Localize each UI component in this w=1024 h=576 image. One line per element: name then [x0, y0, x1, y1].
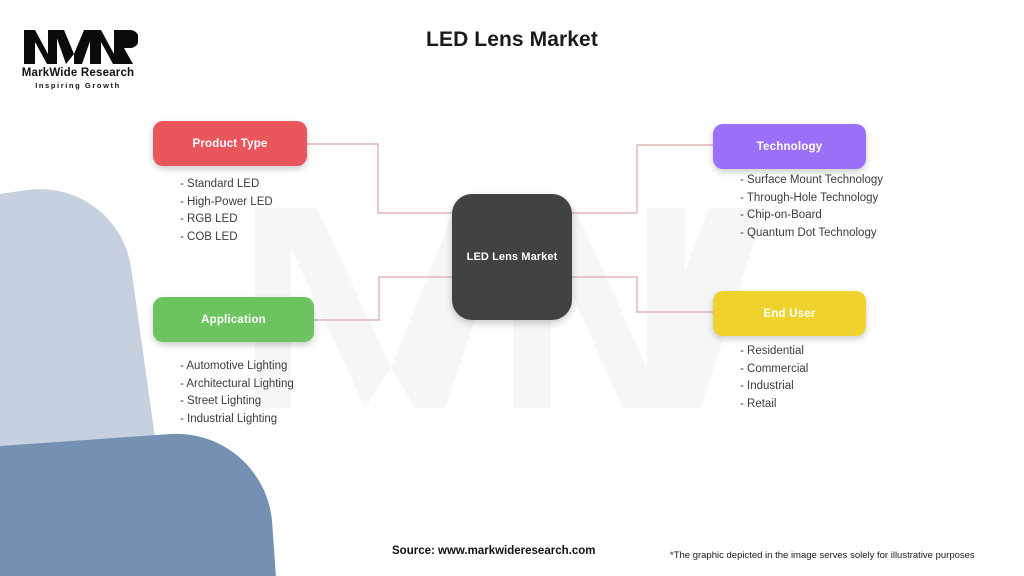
mwr-logo-mark [24, 30, 138, 64]
branch-pill-application[interactable]: Application [153, 297, 314, 342]
branch-pill-technology[interactable]: Technology [713, 124, 866, 169]
list-item: - High-Power LED [180, 195, 273, 208]
list-item: - Standard LED [180, 178, 260, 190]
center-node[interactable]: LED Lens Market [452, 194, 572, 320]
logo-company-name: MarkWide Research [21, 67, 135, 79]
center-node-label: LED Lens Market [466, 251, 558, 263]
list-item: - RGB LED [180, 213, 238, 225]
source-credit: Source: www.markwideresearch.com [392, 545, 596, 557]
list-item: - Surface Mount Technology [740, 174, 883, 186]
branch-items-end-user: - Residential - Commercial - Industrial … [740, 343, 808, 413]
list-item: - Residential [740, 345, 804, 357]
branch-items-technology: - Surface Mount Technology - Through-Hol… [740, 172, 883, 242]
list-item: - Industrial [740, 380, 794, 392]
list-item: - Chip-on-Board [740, 209, 822, 221]
branch-label-application: Application [201, 313, 266, 326]
list-item: - Industrial Lighting [180, 412, 278, 425]
branch-items-application: - Automotive Lighting - Architectural Li… [180, 358, 294, 428]
list-item: - Commercial [740, 362, 809, 375]
page-title: LED Lens Market [426, 28, 598, 51]
branch-items-product-type: - Standard LED - High-Power LED - RGB LE… [180, 176, 273, 246]
list-item: - Through-Hole Technology [740, 191, 879, 204]
logo-tagline: Inspiring Growth [35, 81, 121, 90]
list-item: - COB LED [180, 230, 238, 243]
branch-label-technology: Technology [756, 140, 823, 153]
list-item: - Street Lighting [180, 395, 262, 407]
list-item: - Retail [740, 397, 777, 410]
disclaimer-note: *The graphic depicted in the image serve… [670, 550, 975, 561]
branch-label-end-user: End User [763, 307, 816, 320]
list-item: - Architectural Lighting [180, 377, 294, 390]
decorative-shape-dark [0, 427, 282, 576]
branch-pill-end-user[interactable]: End User [713, 291, 866, 336]
list-item: - Quantum Dot Technology [740, 226, 877, 239]
list-item: - Automotive Lighting [180, 360, 288, 372]
branch-label-product-type: Product Type [192, 137, 268, 150]
branch-pill-product-type[interactable]: Product Type [153, 121, 307, 166]
brand-logo: MarkWide Research Inspiring Growth [18, 22, 138, 90]
decorative-shape-light [0, 177, 159, 505]
